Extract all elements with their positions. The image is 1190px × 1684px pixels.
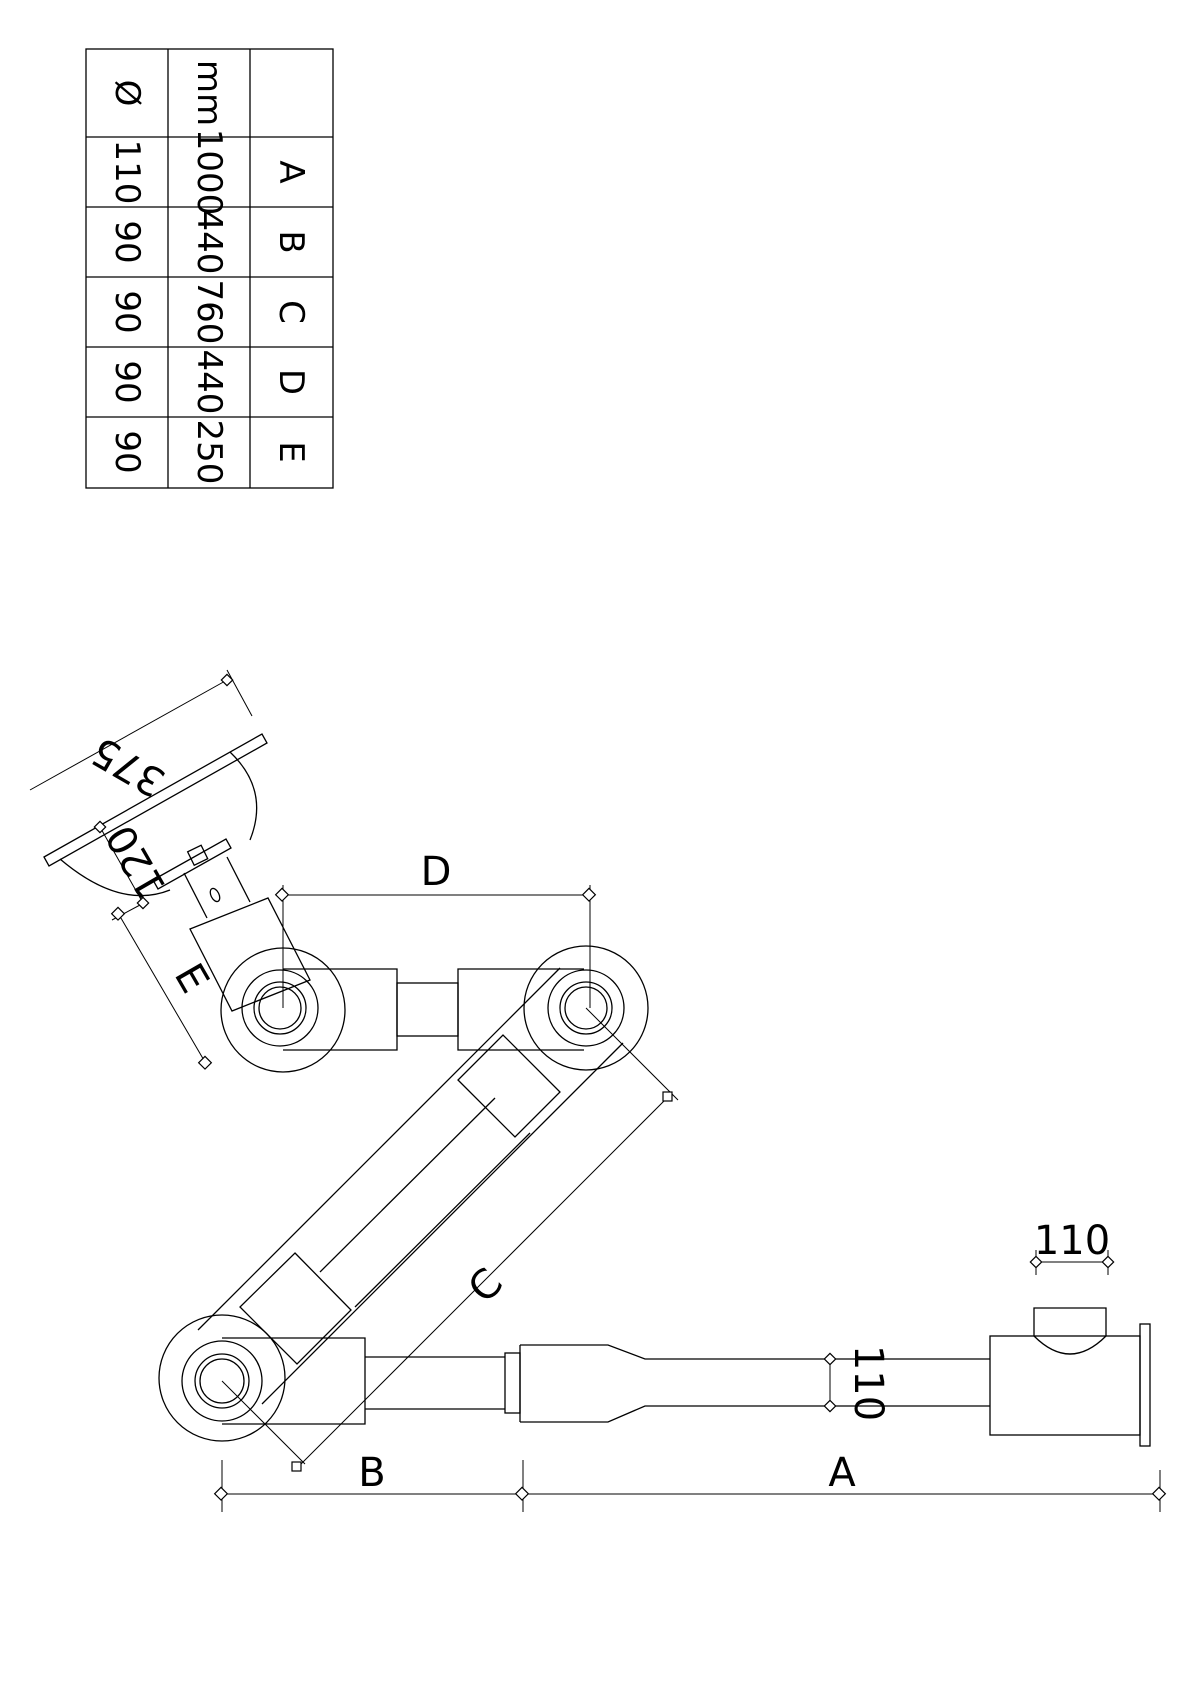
dim-label-d: D xyxy=(421,849,452,895)
table-row-dia: 90 xyxy=(107,430,147,473)
table-row-dia: 90 xyxy=(107,360,147,403)
table-row-mm: 250 xyxy=(189,420,229,485)
dim-label-375: 375 xyxy=(84,727,173,805)
table-row-mm: 1000 xyxy=(189,129,229,216)
table-header-mm: mm xyxy=(189,60,229,126)
table-row-label: D xyxy=(271,369,311,395)
table-row-mm: 440 xyxy=(189,350,229,415)
table-row-dia: 110 xyxy=(107,140,147,205)
pipe-segment-d xyxy=(396,982,459,1037)
table-header-diameter: Ø xyxy=(107,80,147,107)
sleeve-upper-left xyxy=(283,968,398,1051)
table-row-label: E xyxy=(271,441,311,462)
dimension-table: Ø mm A 1000 110 B 440 90 C 760 90 D 440 … xyxy=(85,48,334,489)
dim-label-a: A xyxy=(828,1450,856,1496)
pipe-segment-e xyxy=(183,844,311,1012)
table-row-mm: 440 xyxy=(189,210,229,275)
pipe-assembly xyxy=(43,733,1151,1447)
table-row-label: B xyxy=(271,230,311,253)
outlet-tee xyxy=(989,1307,1151,1447)
dim-label-c: C xyxy=(460,1260,512,1312)
elbow-joint-upper-right xyxy=(523,945,649,1071)
pipe-segment-c xyxy=(197,967,624,1405)
sleeve-upper-right xyxy=(457,968,584,1051)
dim-label-pipe-110: 110 xyxy=(845,1345,891,1421)
table-row-mm: 760 xyxy=(189,280,229,345)
dim-label-e: E xyxy=(165,956,217,1001)
table-row-label: C xyxy=(271,300,311,324)
table-row-dia: 90 xyxy=(107,290,147,333)
dim-label-b: B xyxy=(358,1450,385,1496)
pipe-segment-a xyxy=(519,1344,990,1423)
sleeve-lower-left xyxy=(222,1337,366,1425)
table-row-label: A xyxy=(271,160,311,183)
table-row-dia: 90 xyxy=(107,220,147,263)
basin-head xyxy=(43,733,268,897)
elbow-joint-lower-left xyxy=(158,1314,286,1442)
dim-label-outlet-110: 110 xyxy=(1034,1218,1110,1264)
coupling xyxy=(504,1352,521,1414)
